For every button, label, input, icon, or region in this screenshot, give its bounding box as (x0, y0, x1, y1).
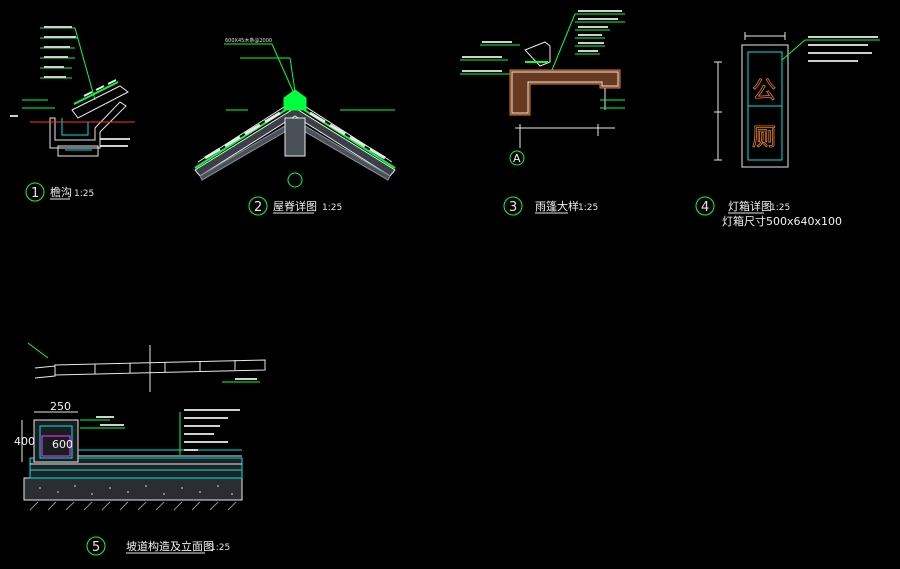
lightbox-char-2: 厕 (752, 123, 776, 151)
detail-1-title: 檐沟 (50, 185, 72, 199)
detail-4-lightbox: 公 厕 4 灯箱详图 1:25 灯箱尺寸500x640x100 (695, 32, 880, 228)
detail-2-scale: 1:25 (322, 203, 342, 213)
ridge-tile-note: 600X45木条@2000 (225, 37, 272, 44)
axis-a-label: A (513, 152, 521, 165)
detail-4-title: 灯箱详图 (728, 199, 772, 213)
detail-4-scale: 1:25 (770, 203, 790, 213)
detail-3-number: 3 (509, 200, 517, 215)
lightbox-char-1: 公 (752, 76, 776, 104)
detail-5-scale: 1:25 (210, 543, 230, 553)
detail-3-title: 雨篷大样 (535, 199, 579, 213)
detail-2-number: 2 (254, 200, 262, 215)
detail-5-ramp: 250 400 600 5 坡道构造及立面图 1:25 (14, 342, 266, 556)
detail-1-scale: 1:25 (74, 189, 94, 199)
detail-3-scale: 1:25 (578, 203, 598, 213)
detail-3-canopy: A 3 雨篷大样 1:25 (460, 10, 625, 216)
dim-a: 250 (50, 400, 71, 413)
detail-1-number: 1 (31, 186, 39, 201)
detail-1-eave-gutter: 1 檐沟 1:25 (10, 26, 135, 202)
detail-5-number: 5 (92, 540, 100, 555)
detail-5-title: 坡道构造及立面图 (126, 539, 214, 553)
detail-2-ridge: 600X45木条@2000 2 屋脊详图 1:25 (194, 37, 396, 216)
dim-c: 600 (52, 438, 73, 451)
detail-4-number: 4 (701, 200, 709, 215)
detail-2-title: 屋脊详图 (273, 199, 317, 213)
dim-b: 400 (14, 435, 35, 448)
detail-4-note: 灯箱尺寸500x640x100 (722, 214, 842, 228)
